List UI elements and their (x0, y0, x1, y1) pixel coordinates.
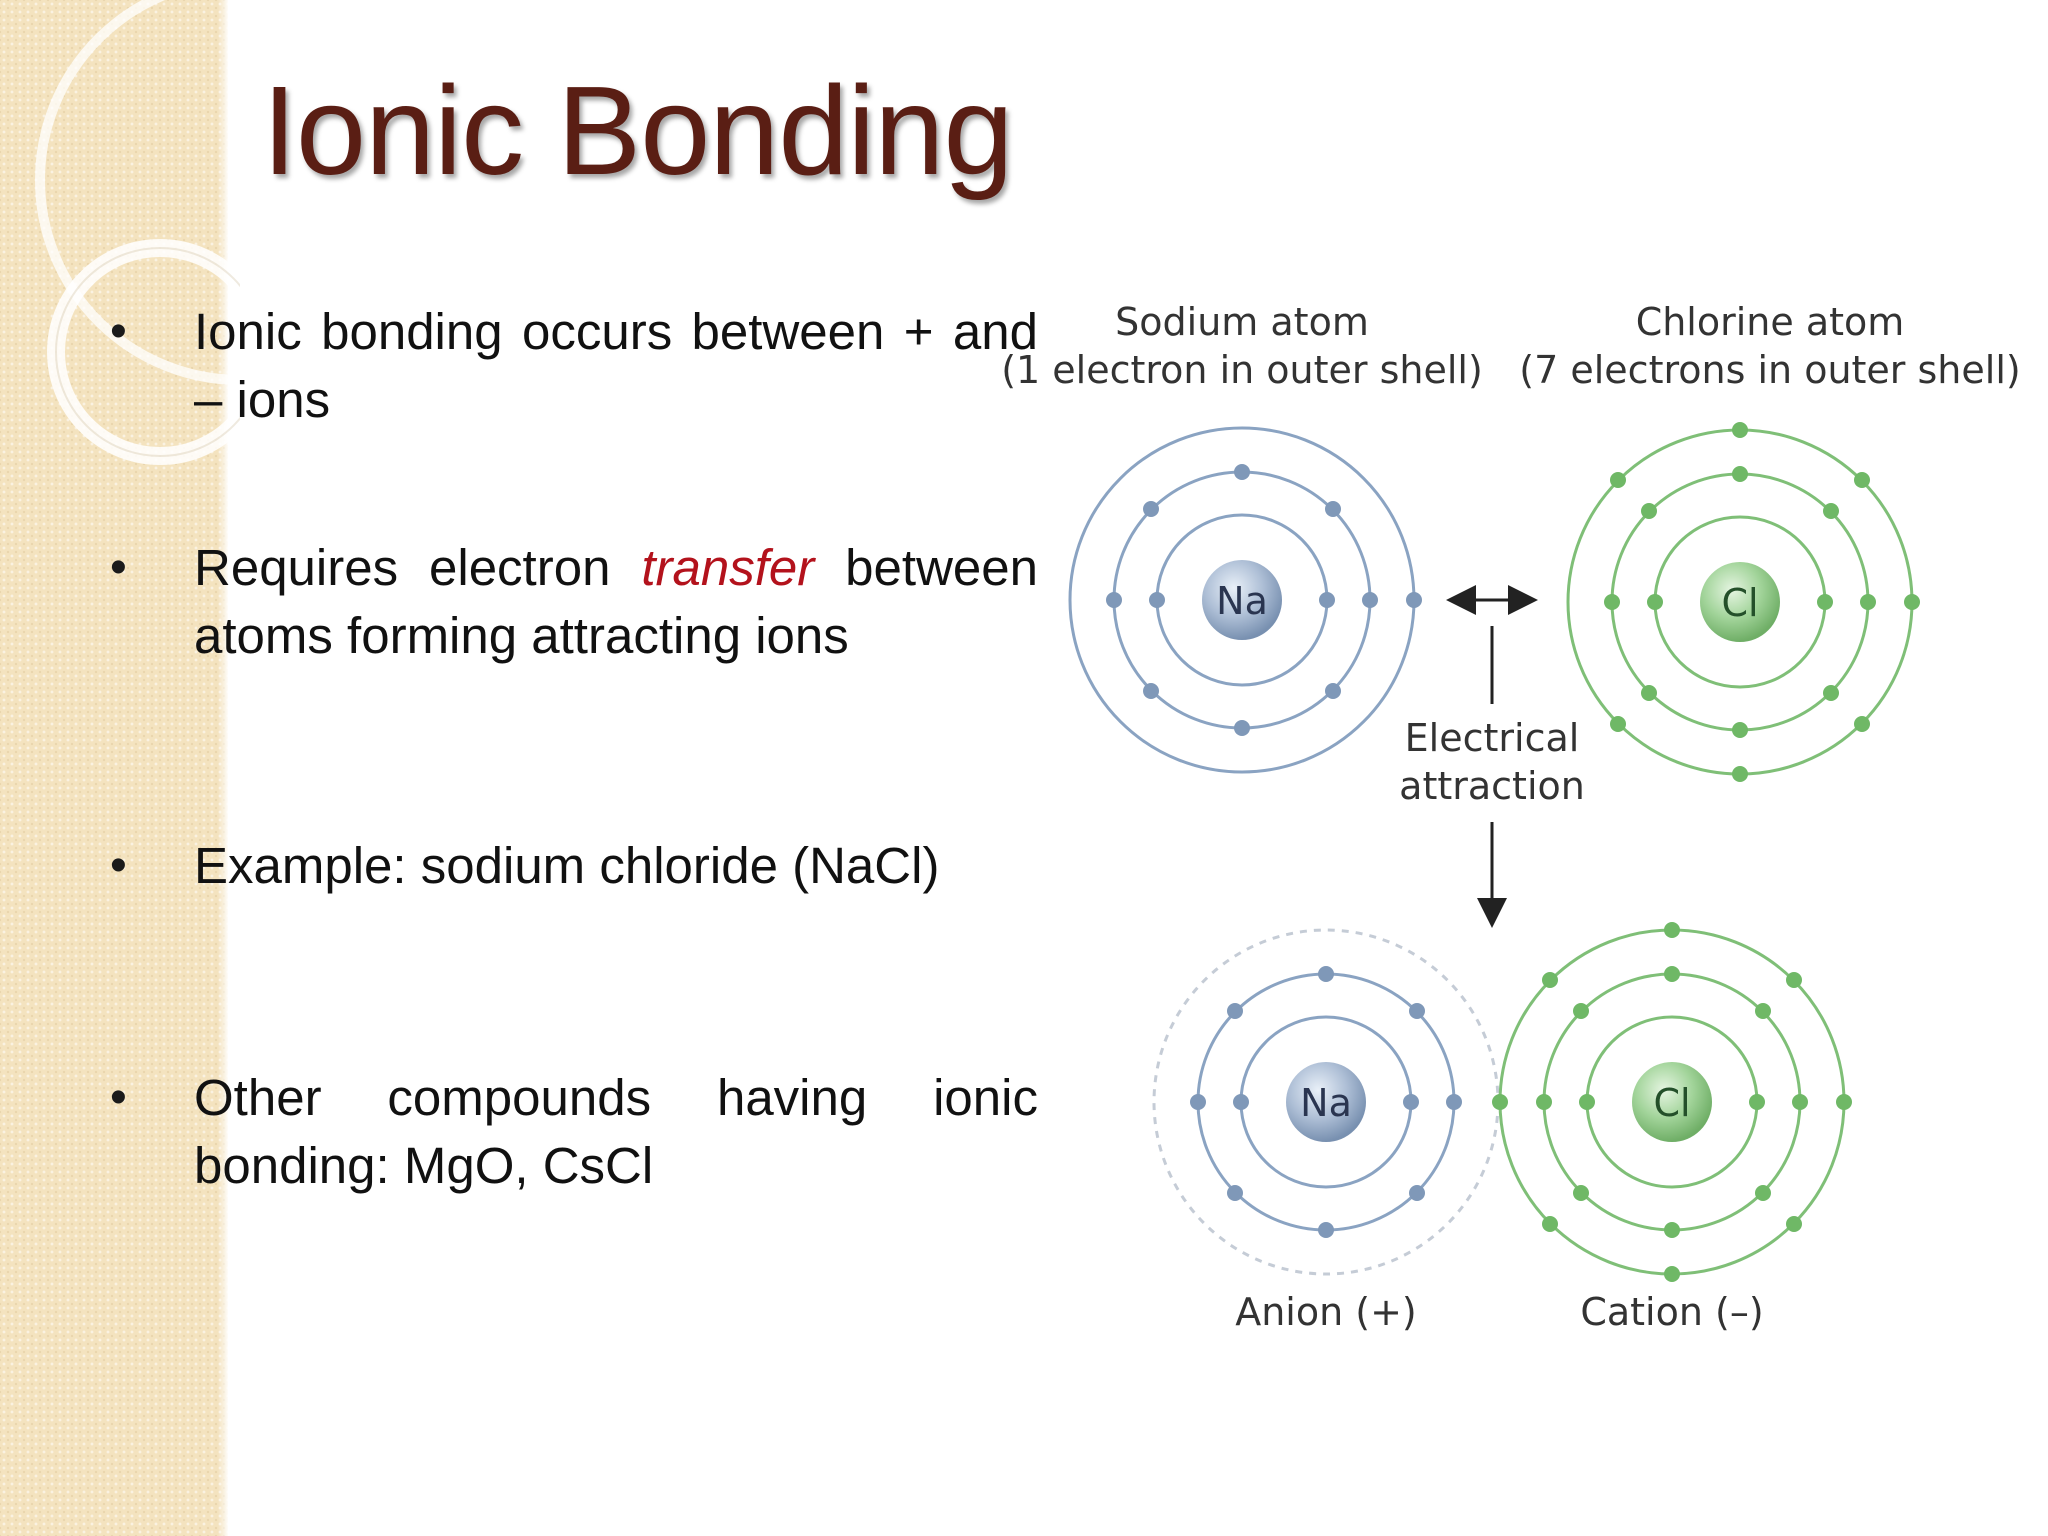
chloride-ion-nucleus (1632, 1062, 1712, 1142)
bullet-marker: • (110, 305, 127, 358)
sodium-atom-sublabel: (1 electron in outer shell) (1001, 348, 1483, 392)
sodium-ion: Na (1152, 928, 1500, 1276)
na-symbol: Na (1216, 579, 1268, 623)
bullet-text: Example: sodium chloride (NaCl) (194, 837, 940, 894)
bullet-text: Other compounds having ionic bonding: Mg… (194, 1069, 1038, 1194)
bullet-text-part: between atoms forming attracting ions (194, 539, 1038, 664)
decorative-rings (35, 0, 240, 465)
bullet-text-part: Requires electron (194, 539, 642, 596)
chlorine-atom-sublabel: (7 electrons in outer shell) (1519, 348, 2020, 392)
sodium-atom-label: Sodium atom (1115, 300, 1369, 344)
bullet-marker: • (110, 839, 127, 892)
cl-ion-symbol: Cl (1653, 1081, 1690, 1125)
bullet-text: Requires electron transfer between atoms… (194, 534, 1038, 670)
chlorine-nucleus (1700, 562, 1780, 642)
sodium-nucleus (1202, 560, 1282, 640)
emphasis-word: transfer (641, 539, 815, 596)
chlorine-atom-label: Chlorine atom (1636, 300, 1905, 344)
chlorine-atom: Cl (1566, 422, 1920, 782)
ionic-bond-diagram: Sodium atom (1 electron in outer shell) … (1001, 300, 2021, 1334)
na-ion-symbol: Na (1300, 1081, 1352, 1125)
attraction-label-line-1: Electrical (1405, 716, 1580, 760)
attraction-label-line-2: attraction (1399, 764, 1585, 808)
bullet-text: Ionic bonding occurs between + and – ion… (194, 303, 1038, 428)
anion-label: Anion (+) (1235, 1290, 1417, 1334)
chloride-ion: Cl (1492, 922, 1852, 1282)
sodium-atom: Na (1068, 426, 1422, 774)
slide-title: Ionic Bonding (262, 60, 1014, 201)
cl-symbol: Cl (1721, 581, 1758, 625)
cation-label: Cation (–) (1580, 1290, 1763, 1334)
sodium-ion-nucleus (1286, 1062, 1366, 1142)
bullet-marker: • (110, 1071, 127, 1124)
valence-electron (1406, 592, 1422, 608)
bullet-marker: • (110, 541, 127, 594)
